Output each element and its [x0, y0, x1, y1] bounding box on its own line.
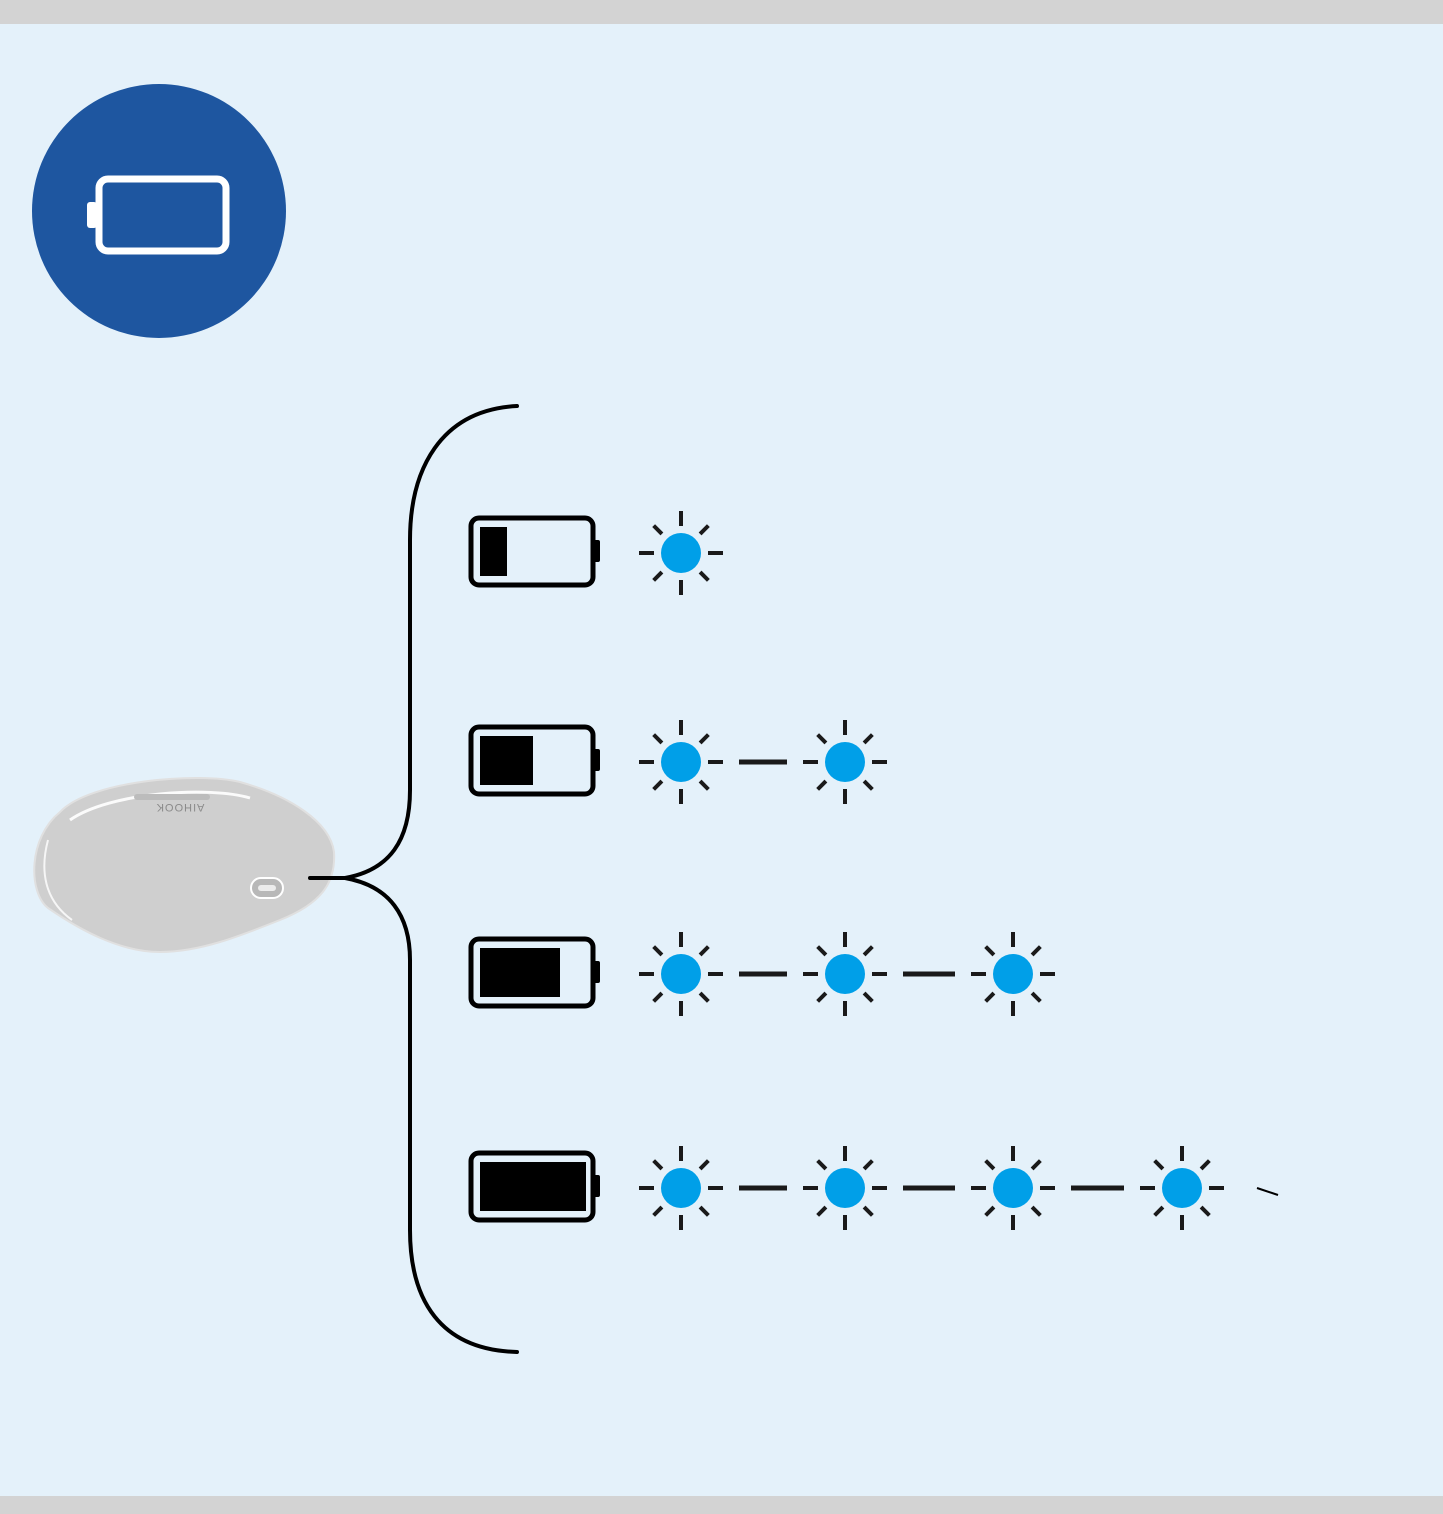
led-ray [700, 1207, 708, 1215]
led-ray [1201, 1207, 1209, 1215]
led-ray [986, 1161, 994, 1169]
led-dot [661, 742, 701, 782]
led-ray [654, 1161, 662, 1169]
led-ray [654, 947, 662, 955]
led-ray [818, 1207, 826, 1215]
led-dot [661, 1168, 701, 1208]
led-ray [1032, 1207, 1040, 1215]
led-ray [654, 735, 662, 743]
blinking-led-icon [803, 932, 887, 1016]
blinking-led-icon [971, 932, 1055, 1016]
battery-terminal [593, 749, 600, 771]
led-ray [818, 947, 826, 955]
led-ray [864, 781, 872, 789]
led-ray [700, 572, 708, 580]
brand-label: AIHOOK [156, 801, 205, 813]
led-ray [1032, 993, 1040, 1001]
led-dot [993, 954, 1033, 994]
led-ray [1201, 1161, 1209, 1169]
led-ray [700, 735, 708, 743]
led-ray [818, 993, 826, 1001]
battery-level-icon [471, 727, 600, 794]
led-ray [654, 526, 662, 534]
battery-fill [480, 527, 507, 576]
battery-terminal [593, 961, 600, 983]
led-ray [986, 993, 994, 1001]
battery-terminal [593, 540, 600, 562]
blinking-led-icon [639, 720, 723, 804]
led-ray [700, 526, 708, 534]
led-ray [654, 993, 662, 1001]
battery-terminal [593, 1175, 600, 1197]
battery-fill [480, 1162, 586, 1211]
led-ray [1155, 1207, 1163, 1215]
blinking-led-icon [803, 720, 887, 804]
blinking-led-icon [803, 1146, 887, 1230]
led-ray [986, 1207, 994, 1215]
charging-case-icon: AIHOOK [34, 778, 334, 952]
blinking-led-icon [639, 1146, 723, 1230]
level-row [471, 932, 1055, 1016]
level-row [471, 720, 887, 804]
led-dot [661, 954, 701, 994]
led-dot [825, 742, 865, 782]
battery-level-icon [471, 518, 600, 585]
blinking-led-icon [1140, 1146, 1224, 1230]
led-ray [654, 572, 662, 580]
led-dot [661, 533, 701, 573]
led-ray [654, 781, 662, 789]
led-ray [700, 781, 708, 789]
led-dot [993, 1168, 1033, 1208]
led-ray [818, 781, 826, 789]
led-ray [864, 993, 872, 1001]
led-ray [700, 1161, 708, 1169]
level-row [471, 511, 723, 595]
led-ray [818, 1161, 826, 1169]
battery-level-icon [471, 1153, 600, 1220]
led-dot [825, 954, 865, 994]
led-ray [818, 735, 826, 743]
led-ray [654, 1207, 662, 1215]
led-ray [864, 947, 872, 955]
led-ray [700, 993, 708, 1001]
battery-level-icon [471, 939, 600, 1006]
blinking-led-icon [639, 511, 723, 595]
led-ray [864, 1161, 872, 1169]
battery-fill [480, 948, 560, 997]
level-rows [471, 511, 1224, 1230]
blinking-led-icon [971, 1146, 1055, 1230]
led-ray [864, 1207, 872, 1215]
led-dot [1162, 1168, 1202, 1208]
led-ray [1032, 947, 1040, 955]
blinking-led-icon [639, 932, 723, 1016]
led-ray [1155, 1161, 1163, 1169]
battery-fill [480, 736, 533, 785]
led-ray [864, 735, 872, 743]
led-dot [825, 1168, 865, 1208]
led-ray [986, 947, 994, 955]
led-ray [1032, 1161, 1040, 1169]
stray-mark [1257, 1188, 1278, 1195]
led-ray [700, 947, 708, 955]
level-row [471, 1146, 1224, 1230]
